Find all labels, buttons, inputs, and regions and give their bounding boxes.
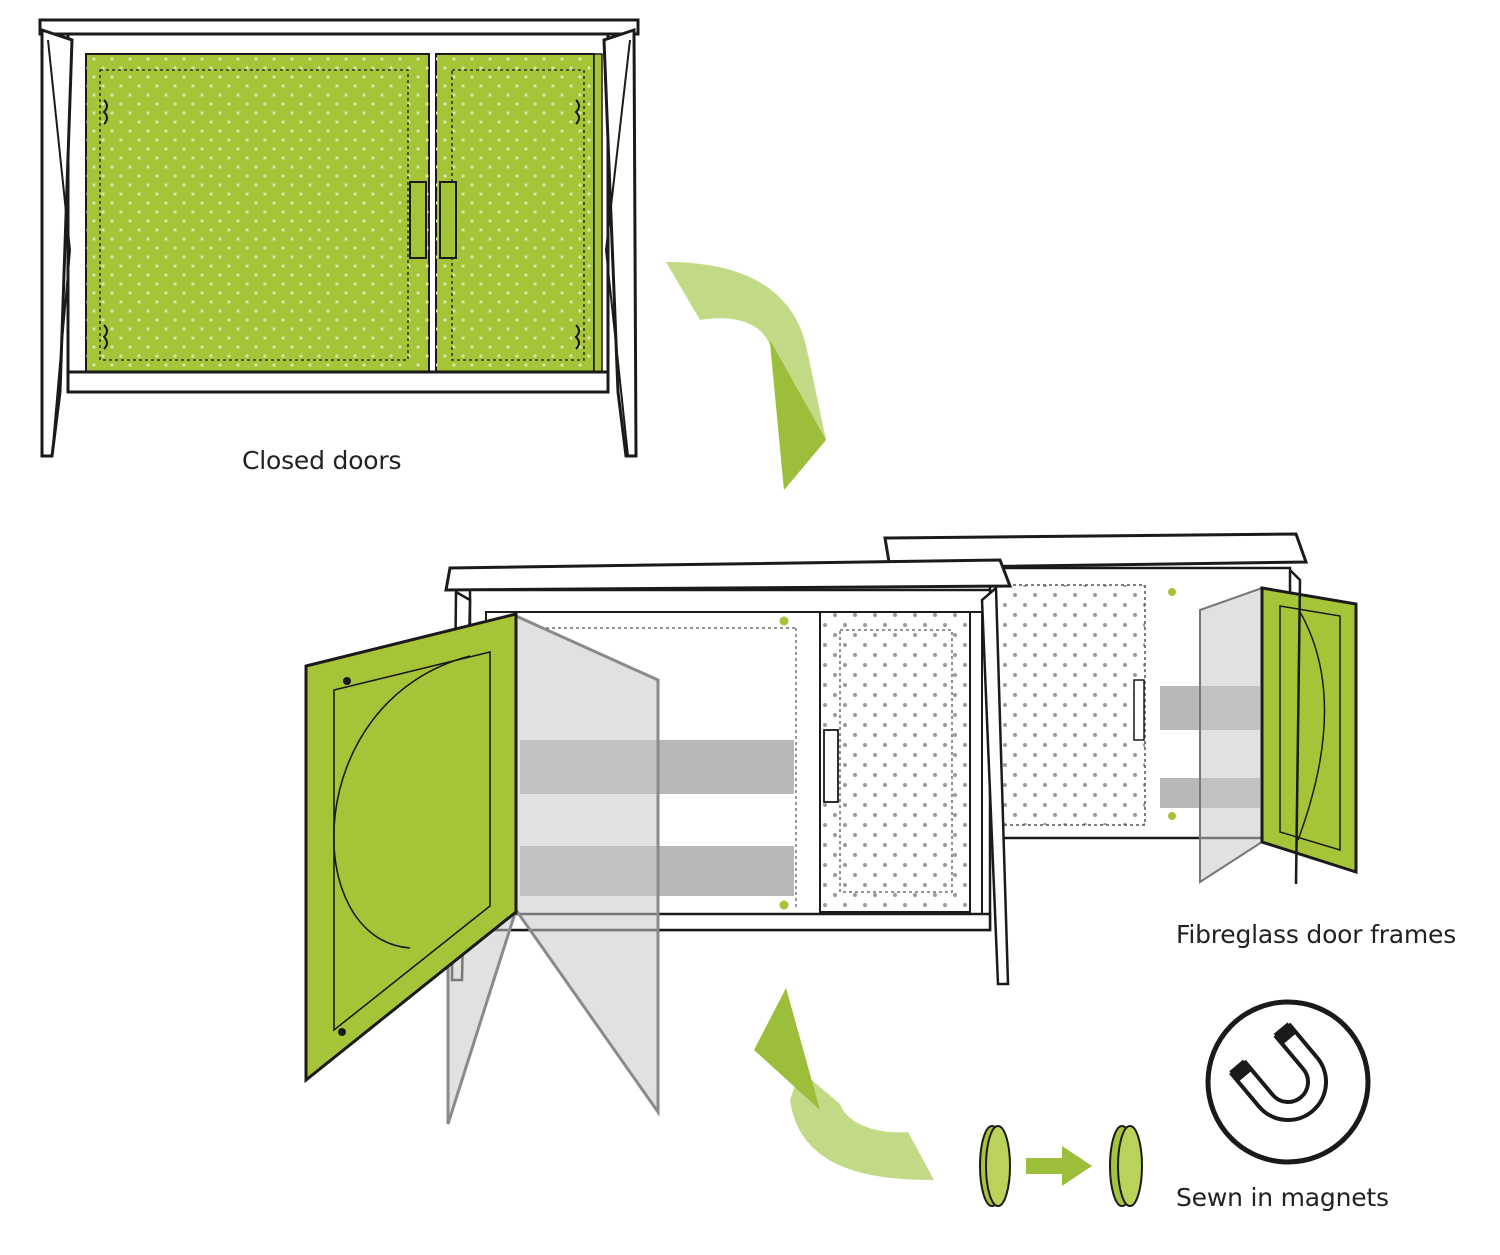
back-cabinet [883, 532, 1358, 885]
arrow-bottom-body [790, 1070, 934, 1180]
front-green-door-inner [333, 650, 491, 1032]
label-fibreglass-door-frames: Fibreglass door frames [1176, 920, 1457, 949]
back-cabinet-door-dots [994, 584, 1146, 826]
arrow-bottom-head [754, 988, 820, 1110]
front-right-door-dots [820, 612, 970, 912]
magnet-icon-shape [1229, 1022, 1328, 1122]
front-right-door-handle [823, 729, 839, 803]
horseshoe-magnet-icon [1205, 999, 1371, 1165]
closed-hinge-bl [102, 324, 108, 350]
closed-bottom-rail [66, 370, 610, 394]
label-closed-doors: Closed doors [242, 446, 402, 475]
closed-left-leg-line [47, 39, 72, 457]
front-cabinet-top [444, 558, 1013, 592]
back-green-door-arc [1297, 611, 1326, 841]
arrow-top [666, 262, 826, 490]
magnet-icon-body [1229, 1022, 1328, 1122]
closed-right-leg [602, 27, 638, 458]
magnet-icon-pole-left [1229, 1059, 1253, 1082]
back-magnet-dot-1 [1168, 588, 1176, 596]
front-green-door-magnet-top [343, 677, 351, 685]
front-green-door [304, 612, 518, 1084]
back-glass-frame [1199, 586, 1263, 884]
back-cabinet-leg [1289, 569, 1302, 885]
closed-right-handle [439, 181, 457, 259]
front-magnet-dot-2 [779, 900, 789, 910]
front-glass-frame-right [514, 613, 660, 1117]
back-magnet-dot-2 [1168, 812, 1176, 820]
back-green-door [1260, 586, 1358, 875]
magnet-icon-circle [1205, 999, 1371, 1165]
back-cabinet-handle [1133, 679, 1145, 741]
magnet-icon-pole-right [1273, 1022, 1297, 1045]
closed-cabinet-top [38, 18, 640, 36]
magnet-arrow-icon [1026, 1146, 1092, 1186]
closed-left-handle [409, 181, 427, 259]
closed-hinge-tl [102, 99, 108, 125]
front-right-leg [980, 585, 1010, 986]
front-green-door-magnet-bottom [338, 1028, 346, 1036]
open-cabinet [304, 532, 1358, 1125]
front-right-door-seam [839, 629, 953, 893]
front-green-door-arc [333, 655, 471, 949]
closed-cabinet [38, 18, 640, 458]
front-magnet-dot-1 [779, 616, 789, 626]
arrow-bottom [754, 988, 934, 1180]
closed-left-leg [40, 27, 74, 458]
closed-end-strip [593, 53, 603, 373]
magnet-disc-left-face [985, 1125, 1011, 1207]
closed-right-door-pattern [436, 54, 594, 372]
closed-left-door-seam [99, 69, 409, 361]
closed-left-door-pattern [86, 54, 429, 372]
arrow-top-head [770, 340, 826, 490]
label-sewn-in-magnets: Sewn in magnets [1176, 1183, 1389, 1212]
magnet-discs [979, 1125, 1143, 1207]
closed-hinge-br [574, 324, 580, 350]
closed-hinge-tr [574, 99, 580, 125]
back-green-door-inner [1279, 605, 1341, 852]
closed-right-leg-line [604, 39, 631, 457]
magnet-disc-right-face [1117, 1125, 1143, 1207]
